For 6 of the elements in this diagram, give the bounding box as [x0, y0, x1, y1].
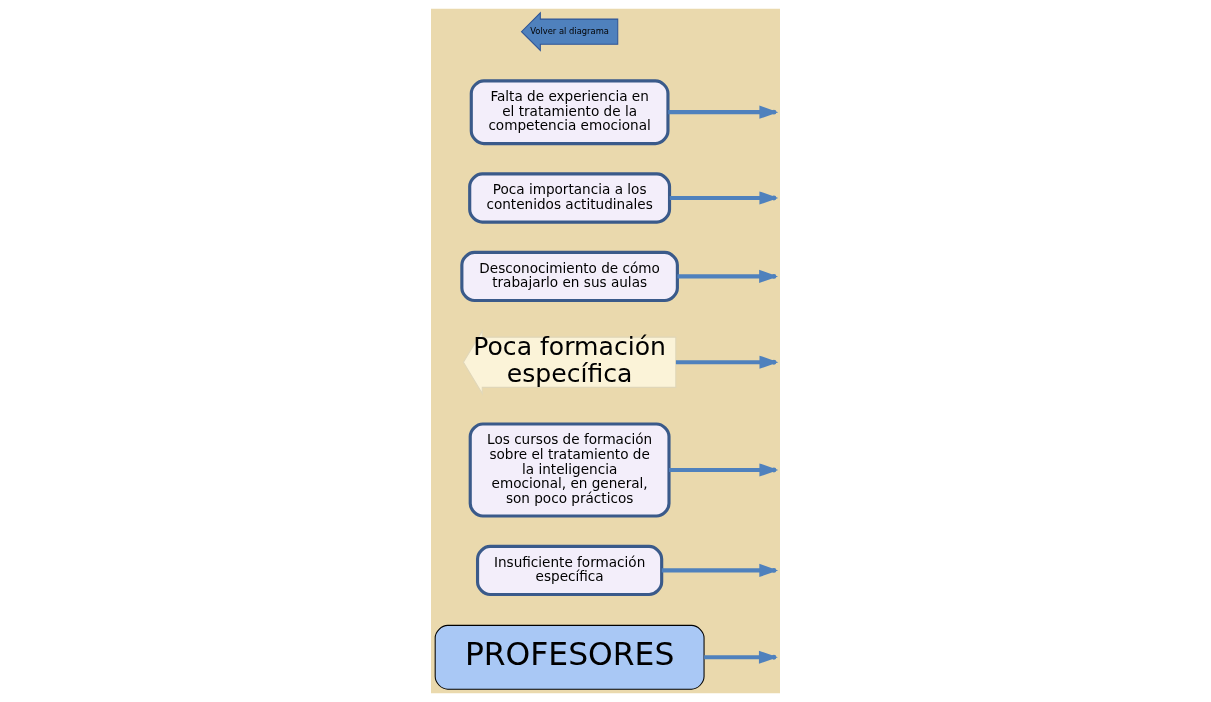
node-box: Los cursos de formación sobre el tratamiento de la inteligencia emocional, en general, son poco prácticos [468, 422, 671, 518]
node-box: Desconocimiento de cómo trabajarlo en sus aulas [460, 250, 679, 303]
node-box: Falta de experiencia en el tratamiento de la competencia emocional [469, 79, 670, 146]
node-box: Poca importancia a los contenidos actitudinales [468, 172, 672, 224]
node-box: Insuficiente formación específica [476, 544, 664, 597]
node-box: PROFESORES [434, 624, 705, 690]
